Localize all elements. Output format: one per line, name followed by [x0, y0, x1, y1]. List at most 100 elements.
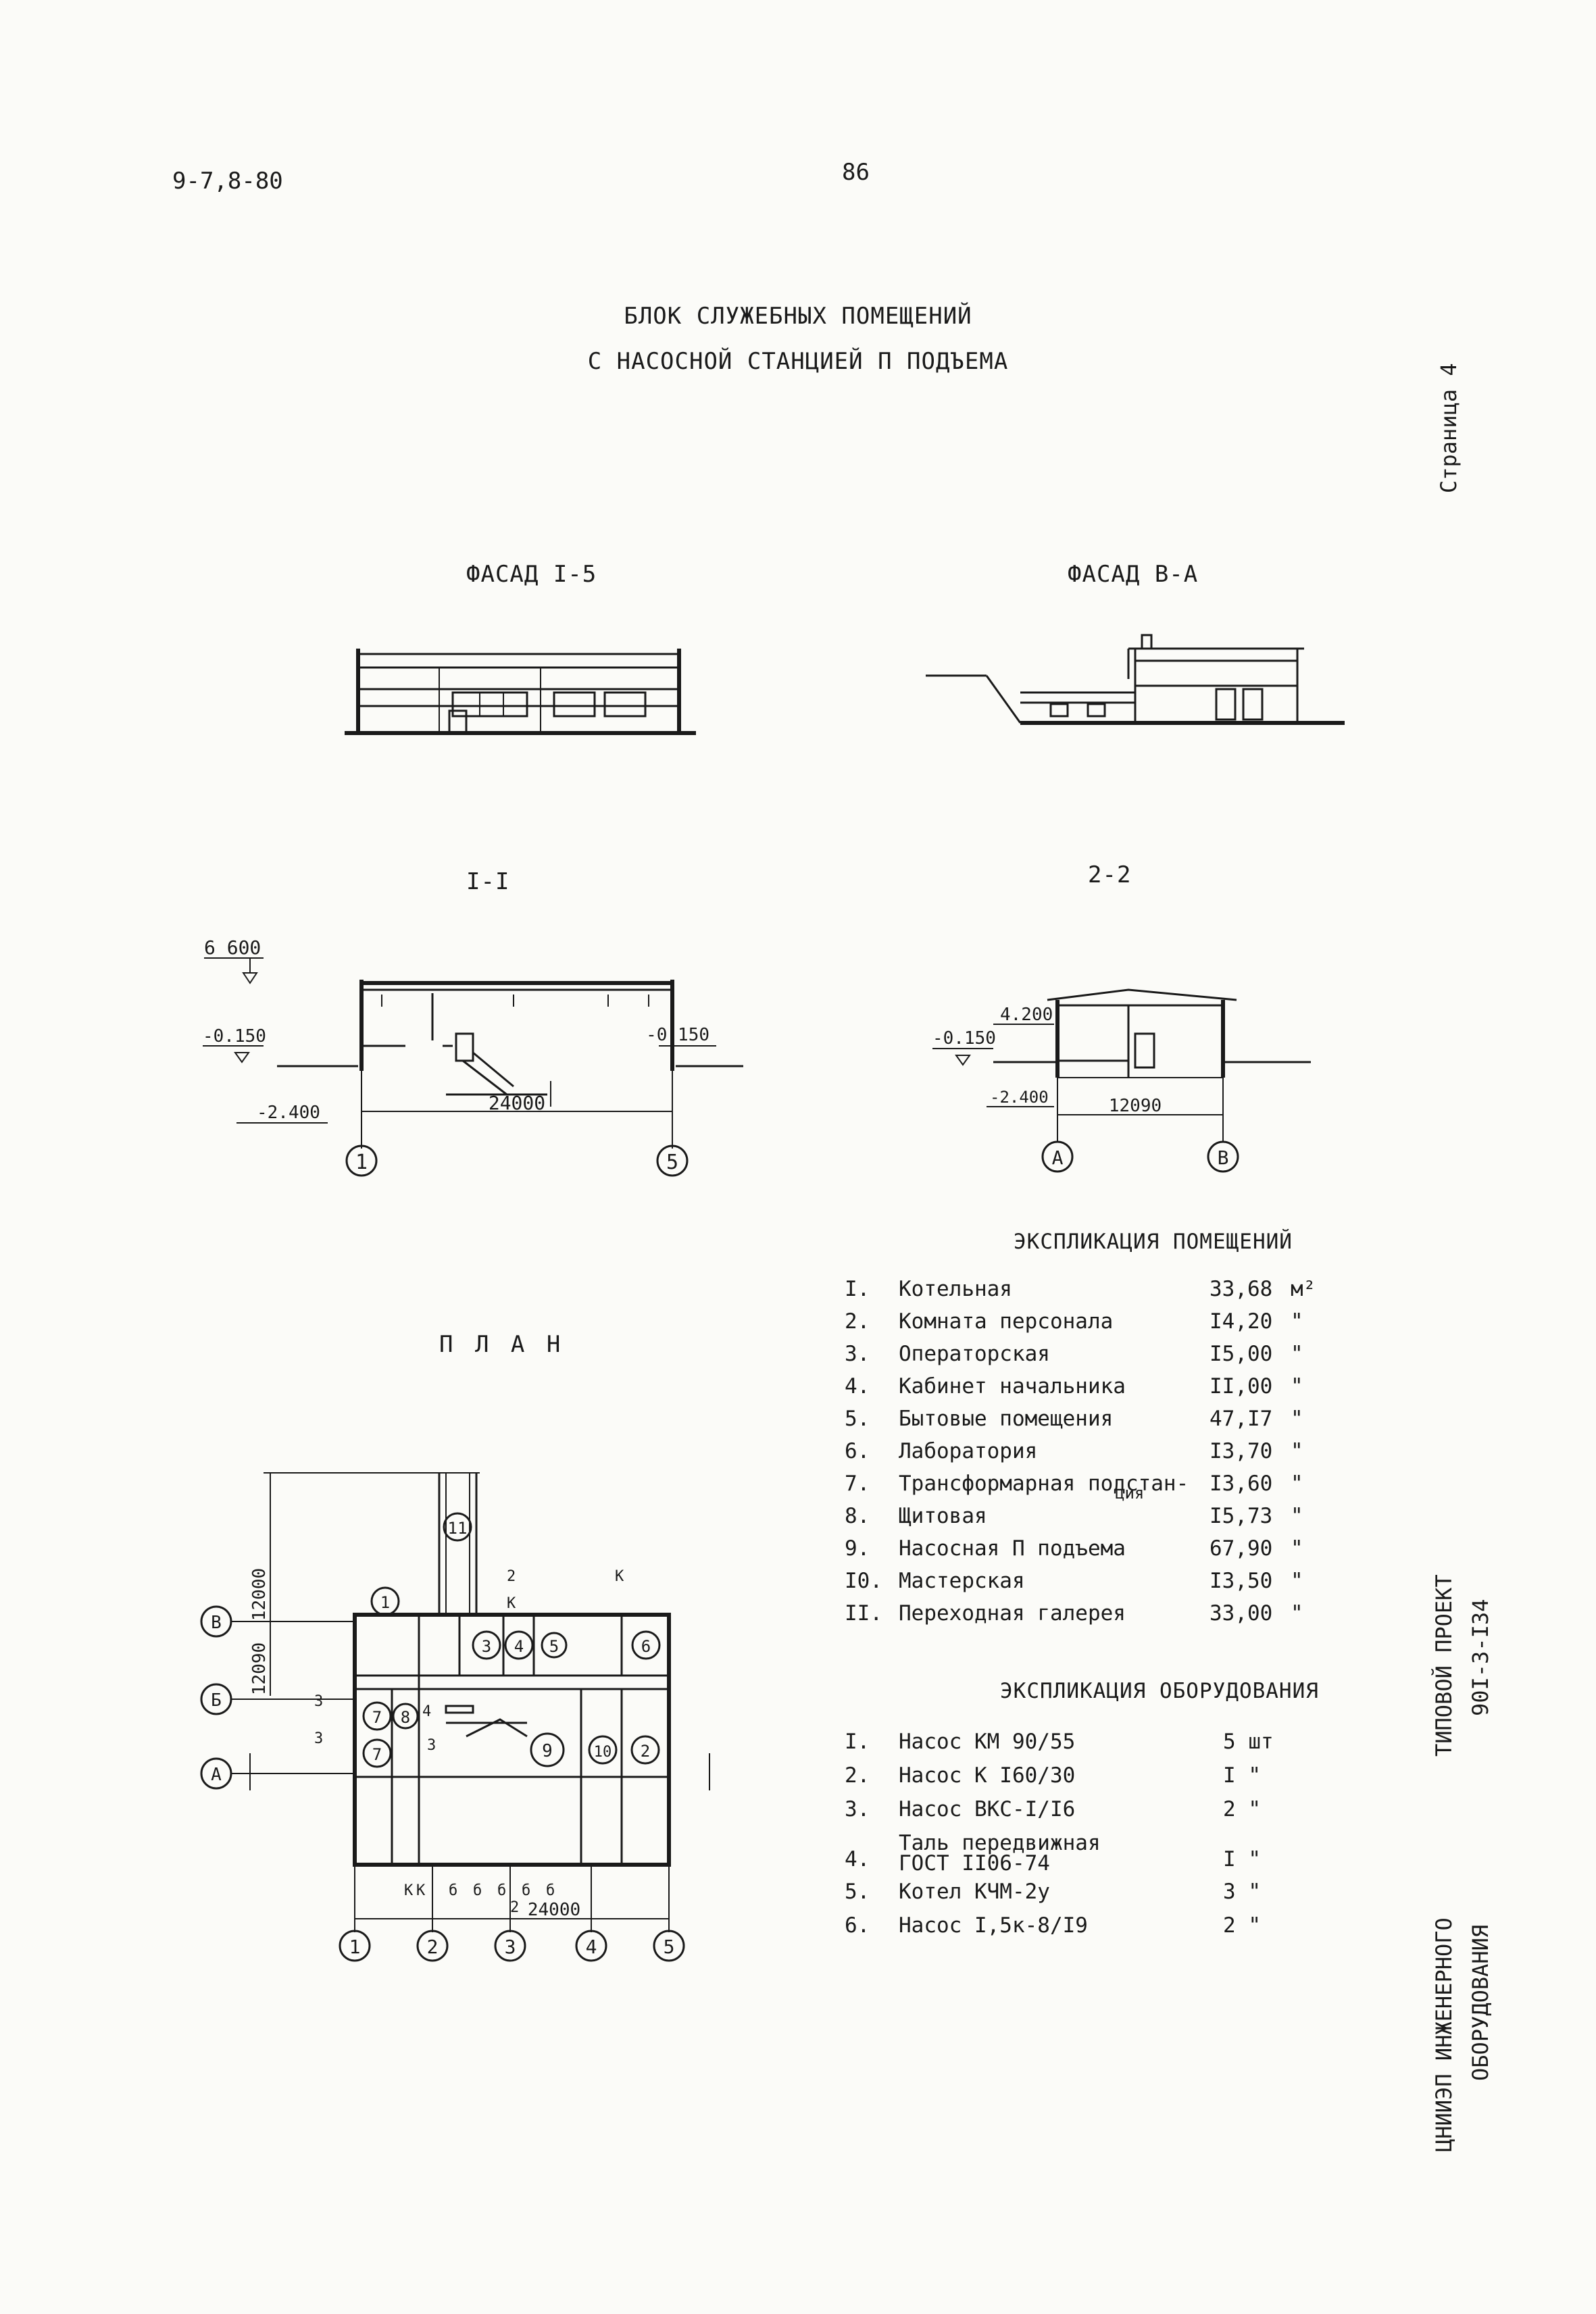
room-2: 2 — [641, 1742, 650, 1761]
room-number: 6. — [845, 1439, 870, 1463]
room-area: II,00 — [1210, 1374, 1273, 1399]
room-6: 6 — [641, 1637, 651, 1656]
mark-b-5: б — [546, 1882, 555, 1899]
room-name: Переходная галерея — [899, 1601, 1126, 1626]
mark-k-bottom-2: К — [416, 1882, 426, 1899]
rooms-table-title: ЭКСПЛИКАЦИЯ ПОМЕЩЕНИЙ — [1014, 1230, 1293, 1254]
room-area: I5,73 — [1210, 1504, 1273, 1528]
section-1-1-caption: I-I — [466, 868, 510, 895]
axis-bottom-2: 2 — [427, 1936, 439, 1958]
stamp-project-line-1: ТИПОВОЙ ПРОЕКТ — [1431, 1574, 1457, 1757]
equipment-name: Котел КЧМ-2у — [899, 1880, 1050, 1904]
room-number: 3. — [845, 1342, 870, 1366]
room-name: Бытовые помещения — [899, 1407, 1114, 1431]
room-10: 10 — [594, 1744, 612, 1761]
equipment-qty: 3 " — [1223, 1880, 1261, 1904]
elevation-right-label: -0.150 — [646, 1025, 709, 1045]
room-name: Комната персонала — [899, 1309, 1114, 1334]
equipment-table-title: ЭКСПЛИКАЦИЯ ОБОРУДОВАНИЯ — [1000, 1679, 1319, 1703]
elevation-bottom-label: -2.400 — [990, 1088, 1049, 1107]
mark-b-3: б — [497, 1882, 506, 1899]
elevation-left-label: -0.150 — [932, 1028, 996, 1049]
equipment-number: 6. — [845, 1913, 870, 1938]
room-number: 7. — [845, 1472, 870, 1496]
room-1: 1 — [380, 1593, 390, 1612]
room-area: 33,00 — [1210, 1601, 1273, 1626]
axis-left-b: Б — [211, 1690, 222, 1711]
title-line-2: С НАСОСНОЙ СТАНЦИЕЙ П ПОДЪЕМА — [587, 348, 1009, 375]
section-1-1-drawing: 6 600 -0.150 -2.400 -0.150 24000 1 5 — [203, 936, 743, 1177]
equipment-number: 2. — [845, 1763, 870, 1788]
room-name: Мастерская — [899, 1569, 1025, 1593]
axis-bottom-5: 5 — [664, 1936, 675, 1958]
room-unit: " — [1291, 1342, 1303, 1366]
room-unit: " — [1291, 1439, 1303, 1463]
room-unit: " — [1291, 1407, 1303, 1431]
room-area: 33,68 — [1210, 1277, 1273, 1301]
room-unit: " — [1291, 1601, 1303, 1626]
side-page-label: Страница 4 — [1436, 363, 1462, 493]
room-area: I4,20 — [1210, 1309, 1273, 1334]
equipment-name: Таль передвижная — [899, 1831, 1101, 1855]
page-number: 86 — [842, 159, 870, 186]
room-7-bottom: 7 — [372, 1745, 382, 1764]
room-unit: " — [1291, 1536, 1303, 1561]
room-area: I5,00 — [1210, 1342, 1273, 1366]
title-line-1: БЛОК СЛУЖЕБНЫХ ПОМЕЩЕНИЙ — [624, 303, 972, 330]
elevation-top-label: 4.200 — [1000, 1005, 1053, 1025]
axis-left-label: А — [1052, 1147, 1064, 1169]
room-number: 8. — [845, 1504, 870, 1528]
equipment-qty: 2 " — [1223, 1797, 1261, 1821]
room-11: 11 — [448, 1519, 468, 1538]
room-5: 5 — [549, 1637, 559, 1656]
equipment-name: Насос КМ 90/55 — [899, 1730, 1076, 1754]
plan-drawing: 12000 12090 11 1 3 4 5 6 7 8 9 10 2 7 2 … — [200, 1472, 710, 1962]
mark-2-bottom: 2 — [510, 1899, 519, 1916]
plan-dim-bottom: 24000 — [528, 1900, 580, 1920]
elevation-bottom-label: -2.400 — [257, 1103, 320, 1123]
mark-2-top: 2 — [507, 1568, 516, 1585]
room-area: 47,I7 — [1210, 1407, 1273, 1431]
equipment-qty: 5 шт — [1223, 1730, 1274, 1754]
elevation-top-label: 6 600 — [204, 936, 261, 959]
room-unit: " — [1291, 1309, 1303, 1334]
facade-1-5-caption: ФАСАД I-5 — [466, 561, 597, 588]
room-unit: " — [1291, 1504, 1303, 1528]
mark-3-lower: 3 — [314, 1730, 323, 1747]
mark-b-2: б — [473, 1882, 482, 1899]
room-area: 67,90 — [1210, 1536, 1273, 1561]
span-label: 12090 — [1109, 1096, 1162, 1116]
axis-bottom-4: 4 — [586, 1936, 597, 1958]
stamp-org-line-2: ОБОРУДОВАНИЯ — [1468, 1924, 1493, 2081]
room-name: Насосная П подъема — [899, 1536, 1126, 1561]
facade-v-a-caption: ФАСАД В-А — [1068, 561, 1199, 588]
stamp-project-line-2: 90I-3-I34 — [1468, 1599, 1493, 1716]
room-unit: " — [1291, 1374, 1303, 1399]
room-4: 4 — [514, 1637, 524, 1656]
equipment-name: Насос ВКС-I/I6 — [899, 1797, 1076, 1821]
mark-4: 4 — [422, 1703, 431, 1720]
equipment-name-cont: ГОСТ II06-74 — [899, 1851, 1050, 1876]
room-unit: " — [1291, 1569, 1303, 1593]
room-number: I0. — [845, 1569, 882, 1593]
room-3: 3 — [482, 1637, 491, 1656]
room-7-top: 7 — [372, 1708, 382, 1727]
axis-bottom-3: 3 — [505, 1936, 516, 1958]
mark-3-upper: 3 — [314, 1693, 323, 1710]
axis-left-label: 1 — [355, 1151, 368, 1174]
mark-k-top-1: К — [507, 1595, 516, 1612]
equipment-qty: I " — [1223, 1763, 1261, 1788]
equipment-name: Насос К I60/30 — [899, 1763, 1076, 1788]
stamp-org-line-1: ЦНИИЭП ИНЖЕНЕРНОГО — [1431, 1917, 1457, 2152]
